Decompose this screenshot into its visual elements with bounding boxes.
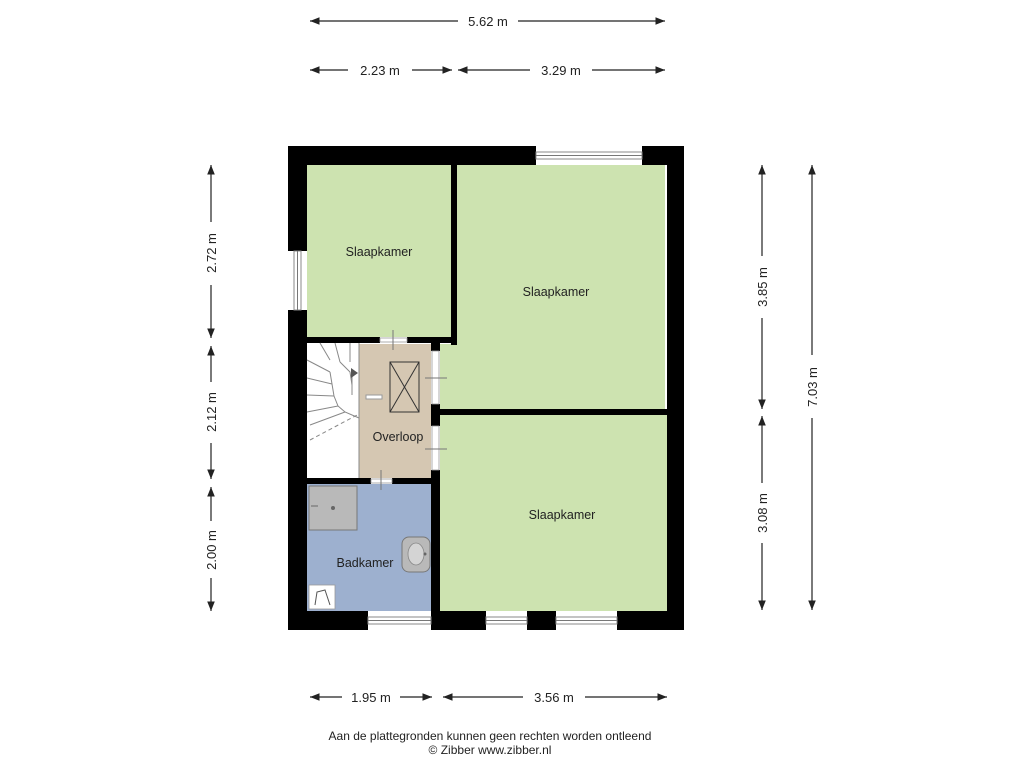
dimension-left-top: 2.72 m bbox=[204, 165, 219, 338]
washing-machine-hookup bbox=[308, 584, 336, 610]
footer-disclaimer: Aan de plattegronden kunnen geen rechten… bbox=[329, 729, 652, 743]
bedroom-bottom-right-fill bbox=[440, 415, 667, 611]
room-label-badkamer: Badkamer bbox=[337, 556, 394, 570]
dimension-top-total: 5.62 m bbox=[310, 14, 665, 29]
room-label-slaapkamer-top-right: Slaapkamer bbox=[523, 285, 590, 299]
room-label-slaapkamer-bottom-right: Slaapkamer bbox=[529, 508, 596, 522]
dimension-left-middle: 2.12 m bbox=[204, 346, 219, 479]
dim-label-top-right: 3.29 m bbox=[541, 63, 581, 78]
shower bbox=[308, 485, 358, 531]
dim-label-right-bottom: 3.08 m bbox=[755, 493, 770, 533]
dim-label-top-left: 2.23 m bbox=[360, 63, 400, 78]
dim-label-left-bottom: 2.00 m bbox=[204, 530, 219, 570]
dim-label-left-top: 2.72 m bbox=[204, 233, 219, 273]
dimension-top-left: 2.23 m bbox=[310, 63, 452, 78]
dimension-right-bottom: 3.08 m bbox=[755, 416, 770, 610]
walls bbox=[288, 146, 684, 630]
landing-fill bbox=[359, 344, 431, 478]
doors bbox=[370, 330, 447, 490]
staircase bbox=[306, 342, 360, 478]
dim-label-bottom-left: 1.95 m bbox=[351, 690, 391, 705]
dimension-top-right: 3.29 m bbox=[458, 63, 665, 78]
sink bbox=[401, 536, 431, 573]
dim-label-right-total: 7.03 m bbox=[805, 367, 820, 407]
attic-hatch bbox=[365, 361, 420, 413]
windows bbox=[293, 151, 643, 625]
bedroom-top-right-fill bbox=[456, 165, 665, 410]
bedroom-top-right-ext-fill bbox=[440, 344, 460, 410]
dimension-left-bottom: 2.00 m bbox=[204, 487, 219, 611]
bedroom-top-left-fill bbox=[307, 165, 451, 337]
dim-label-right-top: 3.85 m bbox=[755, 267, 770, 307]
dimension-bottom-left: 1.95 m bbox=[310, 690, 432, 705]
dimension-right-total: 7.03 m bbox=[805, 165, 820, 610]
footer-credit: © Zibber www.zibber.nl bbox=[429, 743, 552, 757]
room-label-overloop: Overloop bbox=[373, 430, 424, 444]
room-label-slaapkamer-top-left: Slaapkamer bbox=[346, 245, 413, 259]
dimension-bottom-right: 3.56 m bbox=[443, 690, 667, 705]
dim-label-top-total: 5.62 m bbox=[468, 14, 508, 29]
dimension-right-top: 3.85 m bbox=[755, 165, 770, 409]
dim-label-bottom-right: 3.56 m bbox=[534, 690, 574, 705]
dim-label-left-middle: 2.12 m bbox=[204, 392, 219, 432]
